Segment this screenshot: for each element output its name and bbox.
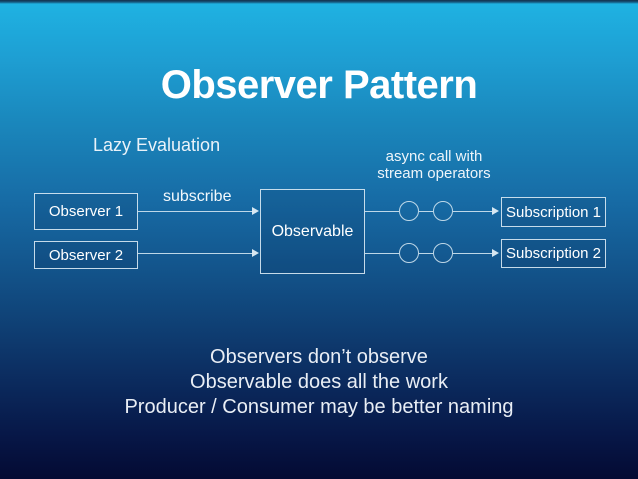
arrow-observable-subscription2-segment3: [453, 252, 492, 254]
footer-note-line2: Observable does all the work: [190, 371, 448, 393]
arrow-observable-subscription2-segment1: [365, 252, 399, 254]
box-observable-label: Observable: [271, 222, 354, 240]
arrow-observable-subscription2-head-icon: [492, 248, 499, 257]
box-observable: Observable: [260, 189, 365, 274]
label-subscribe: subscribe: [163, 188, 232, 205]
footer-note-line3: Producer / Consumer may be better naming: [124, 396, 514, 418]
arrow-observable-subscription1-segment2: [419, 210, 433, 212]
footer-note-line1: Observers don’t observe: [210, 346, 428, 368]
box-observer-1: Observer 1: [34, 193, 138, 230]
arrow-observable-subscription1-segment1: [365, 210, 399, 212]
box-subscription-2: Subscription 2: [501, 239, 606, 268]
label-async-annotation: async call with stream operators: [366, 148, 502, 182]
arrow-observable-subscription1-head-icon: [492, 206, 499, 215]
label-async-line1: async call with: [385, 148, 483, 165]
box-subscription-1-label: Subscription 1: [505, 203, 602, 221]
box-observer-1-label: Observer 1: [48, 203, 124, 220]
arrow-observer1-observable-head-icon: [252, 206, 259, 215]
box-observer-2-label: Observer 2: [48, 246, 124, 264]
stream-operator-circle: [399, 201, 419, 221]
box-subscription-2-label: Subscription 2: [505, 245, 602, 262]
stream-operator-circle: [433, 201, 453, 221]
stream-operator-circle: [399, 243, 419, 263]
arrow-observer2-observable-line: [138, 252, 253, 254]
label-lazy-evaluation: Lazy Evaluation: [93, 135, 221, 155]
stream-operator-circle: [433, 243, 453, 263]
slide-title: Observer Pattern: [160, 63, 478, 107]
footer-notes: Observers don’t observe Observable does …: [0, 345, 638, 420]
arrow-observable-subscription2-segment2: [419, 252, 433, 254]
label-async-line2: stream operators: [377, 165, 491, 182]
arrow-observable-subscription1-segment3: [453, 210, 492, 212]
box-observer-2: Observer 2: [34, 241, 138, 269]
arrow-observer2-observable-head-icon: [252, 248, 259, 257]
box-subscription-1: Subscription 1: [501, 197, 606, 227]
arrow-observer1-observable-line: [138, 210, 253, 212]
